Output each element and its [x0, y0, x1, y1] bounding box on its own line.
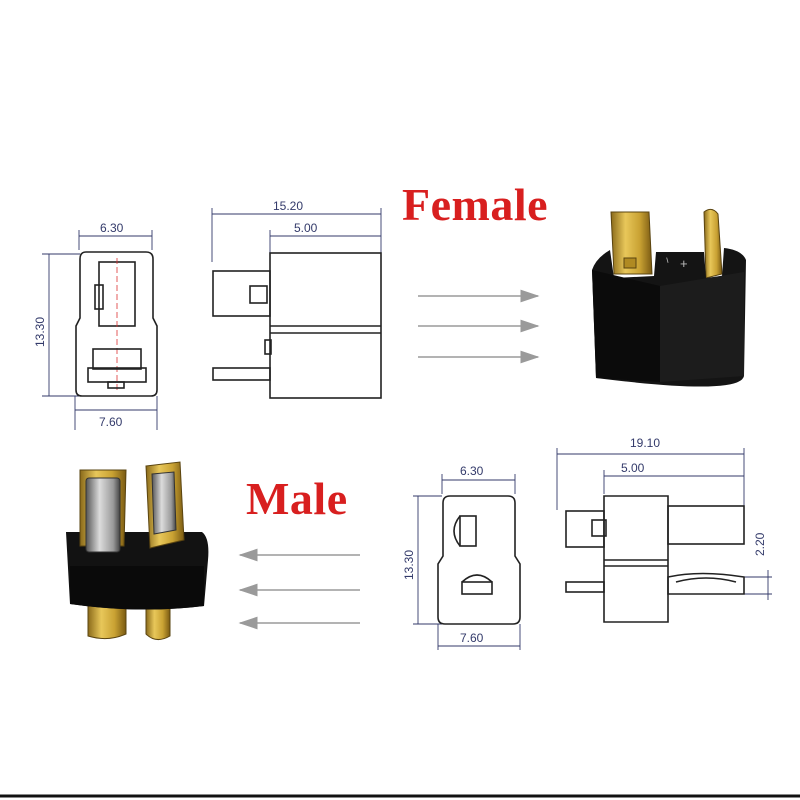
female-heading: Female [402, 179, 549, 230]
male-arrows [238, 548, 360, 630]
male-front-height: 13.30 [402, 550, 416, 580]
female-connector-illustration: − + [592, 208, 746, 387]
female-front-height: 13.30 [33, 317, 47, 347]
female-front-width-bottom: 7.60 [99, 415, 123, 429]
female-side-total-length: 15.20 [273, 199, 303, 213]
female-side-pin-length: 5.00 [294, 221, 318, 235]
male-connector-illustration [66, 461, 209, 640]
female-arrows [418, 289, 540, 364]
minus-mark: − [660, 256, 673, 265]
male-side-pin-offset: 2.20 [753, 532, 767, 556]
female-front-view: 6.30 13.30 7.60 [33, 221, 158, 430]
male-side-total-length: 19.10 [630, 436, 660, 450]
male-heading: Male [246, 473, 348, 524]
male-side-view: 19.10 5.00 2.20 [556, 436, 772, 623]
plus-mark: + [680, 256, 688, 271]
female-side-view: 15.20 5.00 [211, 199, 382, 399]
male-front-width-top: 6.30 [460, 464, 484, 478]
male-front-view: 6.30 13.30 7.60 [402, 464, 521, 650]
male-front-width-bottom: 7.60 [460, 631, 484, 645]
male-side-pin-length: 5.00 [621, 461, 645, 475]
female-front-width-top: 6.30 [100, 221, 124, 235]
